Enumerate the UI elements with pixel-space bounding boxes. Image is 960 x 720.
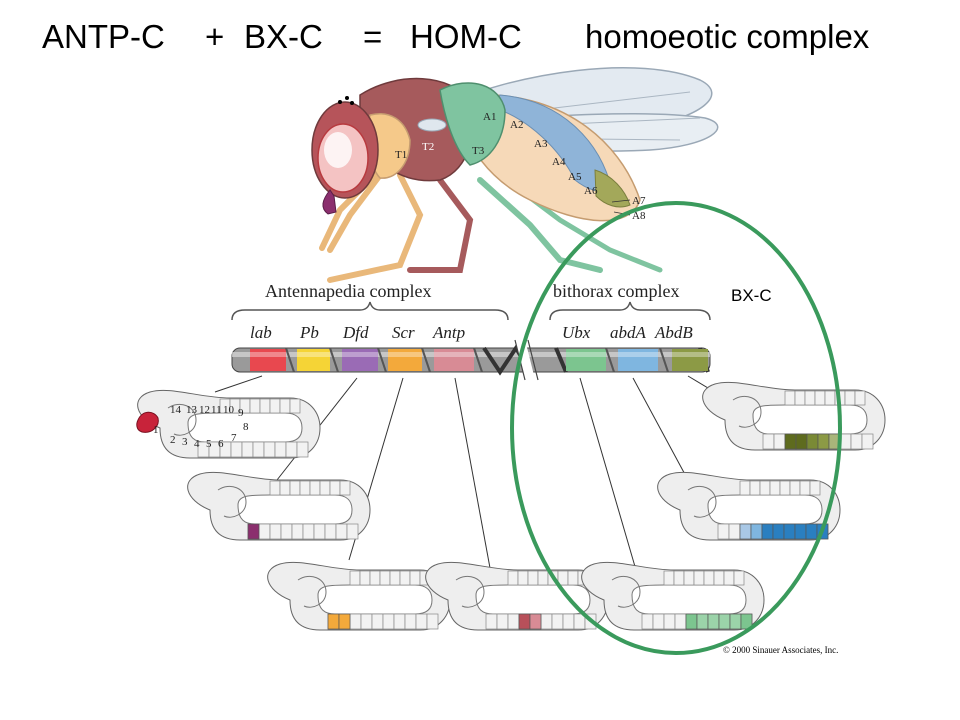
seg-label-t1: T1 — [395, 149, 407, 161]
embryo-lab-numbers: 14 13 12 11 10 9 8 7 6 5 4 3 2 1 — [153, 404, 249, 450]
embryo-expression-segment — [805, 523, 818, 540]
embryo-expression-segment — [750, 523, 763, 540]
seg-label-a2: A2 — [510, 119, 523, 131]
bxc-label: BX-C — [731, 286, 772, 305]
embryo-num-1: 1 — [153, 424, 159, 436]
gene-segment-scr — [388, 349, 422, 371]
embryo-panels — [136, 381, 886, 631]
gene-label-abda: abdA — [610, 323, 647, 342]
gene-label-scr: Scr — [392, 323, 415, 342]
embryo-expression-segment — [338, 613, 351, 630]
embryo-num-5: 5 — [206, 438, 212, 450]
gene-label-antp: Antp — [432, 323, 465, 342]
title-antp-c: ANTP-C — [42, 18, 165, 55]
seg-label-a7: A7 — [632, 195, 646, 207]
title-subtitle: homoeotic complex — [585, 18, 870, 55]
antennapedia-complex-label: Antennapedia complex — [265, 281, 431, 301]
gene-label-pb: Pb — [299, 323, 319, 342]
embryo-num-13: 13 — [186, 404, 198, 416]
fly-illustration: T1 T2 T3 A1 A2 A3 A4 A5 A6 A7 A8 — [311, 67, 719, 283]
bxc-highlight-ellipse — [510, 201, 842, 655]
embryo-num-3: 3 — [182, 436, 188, 448]
embryo-num-14: 14 — [170, 404, 182, 416]
gene-segment-lab — [250, 349, 286, 371]
embryo-num-10: 10 — [223, 404, 235, 416]
gene-label-dfd: Dfd — [342, 323, 369, 342]
embryo-num-6: 6 — [218, 438, 224, 450]
embryo-expression-segment — [696, 613, 709, 630]
embryo-expression-segment — [247, 523, 260, 540]
embryo-abdb — [702, 381, 886, 451]
seg-label-t2: T2 — [422, 141, 434, 153]
embryo-expression-segment — [707, 613, 720, 630]
embryo-expression-segment — [327, 613, 340, 630]
embryo-expression-segment — [784, 433, 797, 450]
embryo-num-4: 4 — [194, 438, 200, 450]
embryo-scr — [267, 561, 451, 631]
gene-segment-pb — [297, 349, 330, 371]
gene-label-ubx: Ubx — [562, 323, 591, 342]
embryo-abda — [657, 471, 841, 541]
embryo-ubx — [581, 561, 765, 631]
gene-segment-abdb — [672, 349, 708, 371]
embryo-pb — [187, 471, 371, 541]
embryo-expression-segment — [761, 523, 774, 540]
embryo-expression-segment — [794, 523, 807, 540]
embryo-num-12: 12 — [199, 404, 210, 416]
embryo-expression-segment — [783, 523, 796, 540]
gene-label-lab: lab — [250, 323, 272, 342]
embryo-expression-segment — [795, 433, 808, 450]
bithorax-complex-label: bithorax complex — [553, 281, 679, 301]
chromosome — [231, 338, 711, 382]
seg-label-a6: A6 — [584, 185, 598, 197]
seg-label-a1: A1 — [483, 111, 496, 123]
seg-label-a3: A3 — [534, 138, 548, 150]
embryo-expression-segment — [685, 613, 698, 630]
embryo-num-11: 11 — [211, 404, 222, 416]
title-equals: = — [363, 18, 383, 55]
embryo-expression-segment — [817, 433, 830, 450]
gene-segment-ubx — [566, 349, 606, 371]
title-hom-c: HOM-C — [410, 18, 522, 55]
fly-t3 — [439, 82, 506, 166]
title-plus: + — [205, 18, 225, 55]
embryo-antp — [425, 561, 609, 631]
embryo-expression-segment — [529, 613, 542, 630]
seg-label-t3: T3 — [472, 145, 485, 157]
bithorax-brace — [549, 301, 711, 321]
embryo-num-2: 2 — [170, 434, 176, 446]
embryo-expression-segment — [729, 613, 742, 630]
slide-title: ANTP-C + BX-C = HOM-C homoeotic complex — [0, 18, 960, 62]
gene-segment-dfd — [342, 349, 378, 371]
gene-label-abdb: AbdB — [654, 323, 693, 342]
embryo-expression-segment — [772, 523, 785, 540]
embryo-lab-head-expression — [136, 411, 159, 433]
embryo-lab — [136, 389, 321, 459]
embryo-expression-segment — [718, 613, 731, 630]
seg-label-a5: A5 — [568, 171, 582, 183]
gene-segment-abda — [618, 349, 658, 371]
copyright-notice: © 2000 Sinauer Associates, Inc. — [723, 645, 839, 655]
embryo-num-7: 7 — [231, 432, 237, 444]
embryo-expression-segment — [739, 523, 752, 540]
embryo-expression-segment — [806, 433, 819, 450]
seg-label-a8: A8 — [632, 210, 646, 222]
embryo-num-9: 9 — [238, 407, 244, 419]
gene-segment-antp — [434, 349, 474, 371]
embryo-expression-segment — [518, 613, 531, 630]
title-bx-c: BX-C — [244, 18, 323, 55]
seg-label-a4: A4 — [552, 156, 566, 168]
antennapedia-brace — [231, 301, 509, 321]
embryo-num-8: 8 — [243, 421, 249, 433]
